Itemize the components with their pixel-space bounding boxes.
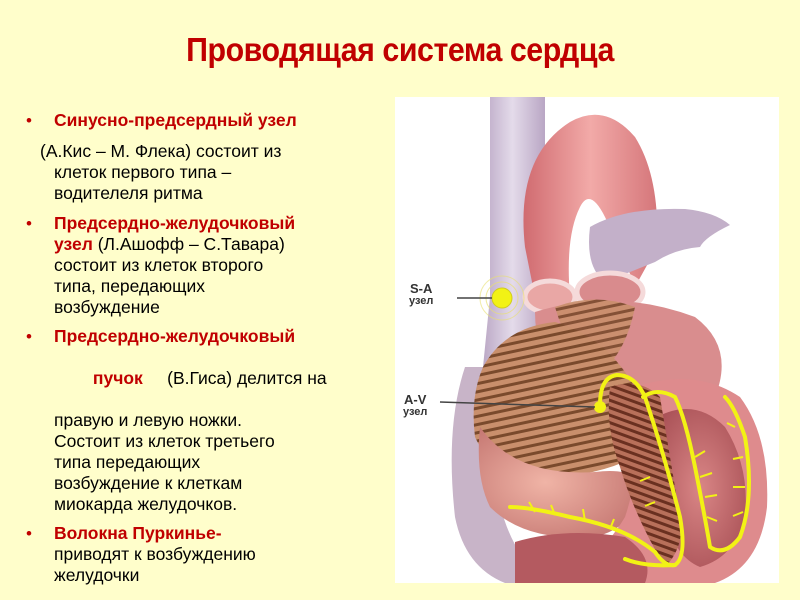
av-node xyxy=(594,401,606,413)
desc-line: возбуждение xyxy=(54,297,160,317)
desc-line: состоит из клеток второго xyxy=(54,255,264,275)
desc-line: приводят к возбуждению xyxy=(54,544,256,564)
sa-node-description: (А.Кис – М. Флека) состоит из клеток пер… xyxy=(22,141,382,204)
desc-inline: (В.Гиса) делится на xyxy=(142,368,327,388)
term-his-bundle-line1: Предсердно-желудочковый xyxy=(54,326,296,346)
left-bundle-branch xyxy=(641,390,751,553)
bullet-icon: • xyxy=(26,524,32,543)
bullet-icon: • xyxy=(26,214,32,233)
bullet-item-sa-node: • Синусно-предсердный узел xyxy=(22,110,382,131)
desc-line: желудочки xyxy=(54,565,140,585)
bullet-icon: • xyxy=(26,111,32,130)
desc-line: правую и левую ножки. xyxy=(54,410,243,430)
desc-line: типа передающих xyxy=(54,452,201,472)
right-ventricle-shape xyxy=(515,533,648,583)
av-label-pointer xyxy=(439,401,596,408)
desc-inline: (Л.Ашофф – С.Тавара) xyxy=(92,234,285,254)
term-av-node-line2: узел xyxy=(54,234,93,254)
bullet-icon: • xyxy=(26,327,32,346)
septum-shape xyxy=(608,383,681,567)
bullet-item-av-node: • Предсердно-желудочковый узел (Л.Ашофф … xyxy=(22,213,382,318)
right-bundle-branch xyxy=(508,505,657,554)
sa-node-label: S-A узел xyxy=(409,282,433,308)
term-his-bundle-line2: пучок xyxy=(92,368,143,388)
term-av-node-line1: Предсердно-желудочковый xyxy=(54,213,296,233)
right-atrium-interior-shape xyxy=(478,427,645,538)
av-node-label: A-V узел xyxy=(403,393,427,419)
sa-label-line2: узел xyxy=(409,295,434,307)
slide-title: Проводящая система сердца xyxy=(186,31,614,68)
pulmonary-artery-shape xyxy=(589,208,730,282)
heart-conduction-illustration: S-A узел A-V узел xyxy=(395,97,779,583)
vena-cava-shape xyxy=(480,97,545,397)
atrium-stripes-shape xyxy=(555,299,635,377)
bullet-item-purkinje: • Волокна Пуркинье- приводят к возбужден… xyxy=(22,523,382,586)
desc-line: клеток первого типа – xyxy=(54,162,232,182)
desc-line: миокарда желудочков. xyxy=(54,494,238,514)
bullet-list: • Синусно-предсердный узел (А.Кис – М. Ф… xyxy=(22,110,382,594)
av-label-line2: узел xyxy=(403,406,428,418)
bullet-item-his-bundle: • Предсердно-желудочковый пучок (В.Гиса)… xyxy=(22,326,382,515)
desc-line: возбуждение к клеткам xyxy=(54,473,243,493)
purkinje-fibers xyxy=(528,422,745,530)
term-purkinje: Волокна Пуркинье- xyxy=(54,523,222,543)
desc-line: Состоит из клеток третьего xyxy=(54,431,275,451)
av-label-line1: A-V xyxy=(404,392,427,407)
desc-line: типа, передающих xyxy=(54,276,206,296)
desc-line: (А.Кис – М. Флека) состоит из xyxy=(40,141,282,161)
conduction-pathways xyxy=(508,373,751,568)
sa-label-line1: S-A xyxy=(410,281,433,296)
heart-diagram-svg xyxy=(439,97,768,583)
desc-line: водителеля ритма xyxy=(54,183,203,203)
term-sa-node: Синусно-предсердный узел xyxy=(54,110,297,130)
